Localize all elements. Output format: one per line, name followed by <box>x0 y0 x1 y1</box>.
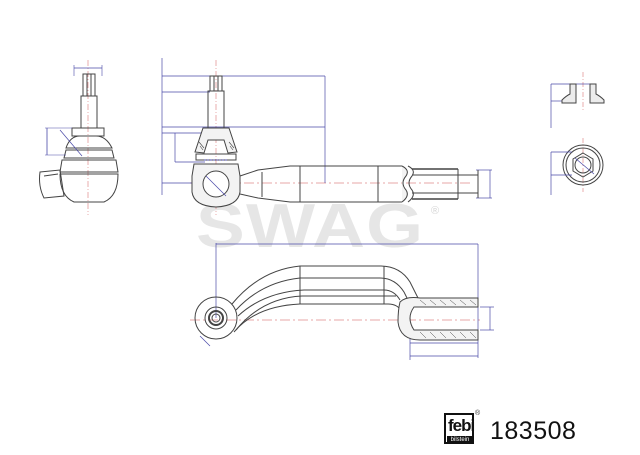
febi-bilstein-logo: febi bilstein ® <box>444 410 481 445</box>
swag-watermark: SWAG <box>196 192 425 261</box>
watermark-registered-mark: ® <box>431 205 440 217</box>
nut-section-view <box>550 72 605 128</box>
logo-febi-text: febi <box>448 416 475 435</box>
logo-registered-mark: ® <box>475 410 481 417</box>
front-section-view <box>161 58 492 215</box>
logo-frame: febi bilstein <box>444 413 475 444</box>
logo-bilstein-text: bilstein <box>447 436 473 444</box>
part-number: 183508 <box>490 417 577 445</box>
nut-top-view <box>550 138 604 195</box>
side-view-ball-joint <box>39 60 119 215</box>
top-view <box>190 243 494 360</box>
